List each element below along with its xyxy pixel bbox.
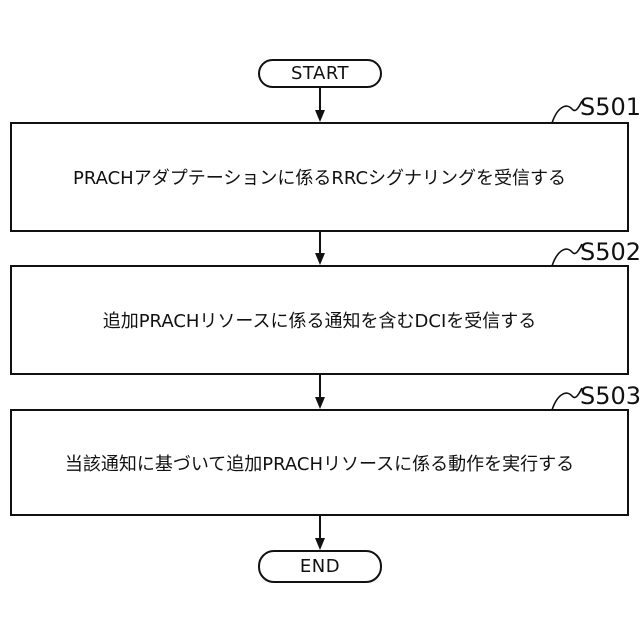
flow-arrow-s501-to-s502 <box>315 232 325 265</box>
leader-line-icon <box>551 385 583 411</box>
step-label-s501: S501 <box>580 93 640 121</box>
flow-arrow-s502-to-s503 <box>315 375 325 409</box>
end-label: END <box>299 556 341 577</box>
leader-line-icon <box>551 241 583 267</box>
process-box-s503: 当該通知に基づいて追加PRACHリソースに係る動作を実行する <box>10 409 629 516</box>
process-box-s502: 追加PRACHリソースに係る通知を含むDCIを受信する <box>10 265 629 375</box>
end-terminal: END <box>258 550 382 583</box>
process-text-s501: PRACHアダプテーションに係るRRCシグナリングを受信する <box>72 168 567 189</box>
leader-line-icon <box>551 98 583 124</box>
process-text-s503: 当該通知に基づいて追加PRACHリソースに係る動作を実行する <box>64 453 575 475</box>
flow-arrow-s503-to-end <box>315 516 325 550</box>
process-box-s501: PRACHアダプテーションに係るRRCシグナリングを受信する <box>10 122 629 232</box>
step-label-s503: S503 <box>580 382 640 410</box>
step-label-s502: S502 <box>580 238 640 266</box>
process-text-s502: 追加PRACHリソースに係る通知を含むDCIを受信する <box>102 311 537 332</box>
start-label: START <box>290 63 350 84</box>
start-terminal: START <box>258 59 382 88</box>
flow-arrow-start-to-s501 <box>315 87 325 122</box>
